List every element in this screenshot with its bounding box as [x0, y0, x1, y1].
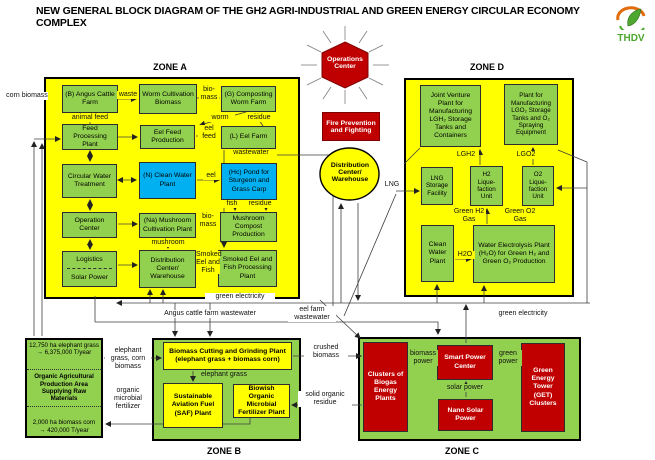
- operations-center-spokes: [301, 26, 389, 104]
- zone-a-title: ZONE A: [153, 62, 187, 72]
- zone-b-title: ZONE B: [206, 446, 241, 456]
- box-mushroom-cultivation: (Na) Mushroom Cultivation Plant: [139, 213, 196, 238]
- production-area-title: Organic Agricultural Production Area Sup…: [27, 369, 101, 407]
- label-elephant-grass: elephant grass: [198, 371, 250, 379]
- operations-center-hexagon: [321, 41, 369, 89]
- box-composting-worm-farm: (G) Composting Worm Farm: [221, 86, 276, 112]
- box-logistics-solar: Logistics Solar Power: [62, 251, 117, 287]
- label-lgo2: LGO2: [513, 151, 539, 159]
- label-crushed-biomass: crushed biomass: [304, 344, 348, 360]
- box-nano-solar: Nano Solar Power: [438, 399, 493, 431]
- label-eel: eel: [203, 172, 219, 180]
- box-eel-farm: (L) Eel Farm: [221, 126, 276, 149]
- box-angus-cattle-farm: (B) Angus Cattle Farm: [62, 85, 118, 113]
- label-wastewater: wastewater: [228, 149, 274, 157]
- label-corn-biomass: corn biomass: [6, 92, 48, 100]
- leaf-logo-icon: [616, 6, 646, 35]
- box-water-electrolysis: Water Electrolysis Plant (H₂O) for Green…: [473, 225, 555, 283]
- label-eel-farm-wastewater: eel farm wastewater: [288, 306, 336, 322]
- label-angus-wastewater: Angus cattle farm wastewater: [150, 310, 270, 318]
- box-lng-storage: LNG Storage Facility: [421, 167, 453, 205]
- label-organic-fertilizer: organic microbial fertilizer: [105, 387, 151, 411]
- box-biowish-fertilizer: Biowish Organic Microbial Fertilizer Pla…: [233, 384, 290, 418]
- page-title: NEW GENERAL BLOCK DIAGRAM OF THE GH2 AGR…: [36, 5, 580, 29]
- box-biogas-clusters: Clusters of Biogas Energy Plants: [363, 342, 408, 432]
- logistics-label: Logistics: [76, 256, 103, 264]
- operations-center-label: Operations Center: [327, 56, 363, 70]
- label-smoked-eel-fish: Smoked Eel and Fish: [196, 251, 222, 275]
- label-mushroom: mushroom: [146, 239, 190, 247]
- label-lgh2: LGH2: [453, 151, 479, 159]
- box-lgo2-plant: Plant for Manufacturing LGO₂ Storage Tan…: [504, 84, 558, 145]
- box-smart-power-center: Smart Power Center: [437, 345, 493, 380]
- box-saf-plant: Sustainable Aviation Fuel (SAF) Plant: [163, 383, 223, 428]
- elephant-grass-capacity: 12,750 ha elephant grass → 6,375,000 T/y…: [29, 342, 99, 357]
- label-biomass-2: bio-mass: [198, 213, 218, 229]
- label-solid-residue: solid organic residue: [298, 391, 352, 407]
- box-mushroom-compost: Mushroom Compost Production: [220, 212, 277, 242]
- box-h2-liquefaction: H2 Lique-faction Unit: [470, 166, 503, 206]
- box-clean-water-plant-a: (N) Clean Water Plant: [139, 162, 196, 199]
- label-eel-feed: eel feed: [198, 125, 220, 141]
- label-green-power: green power: [494, 350, 522, 366]
- label-green-electricity-right: green electricity: [488, 310, 558, 318]
- box-smoked-eel-plant: Smoked Eel and Fish Processing Plant: [218, 250, 277, 287]
- label-residue-2: residue: [244, 200, 276, 208]
- box-clean-water-plant-d: Clean Water Plant: [421, 225, 454, 282]
- label-biomass-power: biomass power: [408, 350, 438, 366]
- label-h2o: H2O: [455, 251, 475, 259]
- label-solar-power: solar power: [442, 384, 488, 392]
- label-green-h2-gas: Green H2 Gas: [452, 208, 486, 224]
- zone-d-title: ZONE D: [469, 62, 504, 72]
- biomass-corn-capacity: 2,000 ha biomass corn → 420,000 T/year: [32, 419, 96, 434]
- box-biomass-cutting: Biomass Cutting and Grinding Plant (elep…: [163, 342, 292, 370]
- label-residue-1: residue: [243, 114, 275, 122]
- box-pond-sturgeon: (Hc) Pond for Sturgeon and Grass Carp: [221, 163, 277, 200]
- label-fish: fish: [222, 200, 242, 208]
- box-o2-liquefaction: O2 Lique-faction Unit: [522, 166, 554, 206]
- label-waste: waste: [117, 91, 139, 99]
- organic-production-area-box: 12,750 ha elephant grass → 6,375,000 T/y…: [25, 338, 103, 438]
- solar-power-label: Solar Power: [70, 273, 109, 281]
- box-distribution-center-a: Distribution Center/ Warehouse: [139, 250, 196, 288]
- distribution-hub-label: Distribution Center/ Warehouse: [330, 162, 370, 183]
- label-worm: worm: [205, 114, 235, 122]
- box-operation-center: Operation Center: [62, 212, 117, 238]
- label-green-o2-gas: Green O2 Gas: [503, 208, 537, 224]
- thdv-logo: THDV: [610, 4, 652, 44]
- box-feed-processing: Feed Processing Plant: [62, 124, 118, 150]
- zone-c-title: ZONE C: [444, 446, 479, 456]
- box-worm-cultivation: Worm Cultivation Biomass: [139, 84, 197, 114]
- box-eel-feed-production: Eel Feed Production: [140, 125, 195, 149]
- label-elephant-grass-corn: elephant grass, corn biomass: [105, 347, 151, 371]
- label-animal-feed: animal feed: [64, 114, 116, 122]
- distribution-hub-ellipse: [319, 147, 380, 201]
- divider: [66, 268, 113, 270]
- label-biomass-1: bio-mass: [199, 86, 219, 102]
- box-get-clusters: Green Energy Tower (GET) Clusters: [521, 343, 565, 432]
- box-jv-lgh2-plant: Joint Venture Plant for Manufacturing LG…: [420, 85, 481, 147]
- fire-prevention-box: Fire Prevention and Fighting: [322, 112, 380, 141]
- box-circular-water-treatment: Circular Water Treatment: [62, 164, 117, 198]
- logo-text: THDV: [617, 33, 645, 44]
- fire-prevention-label: Fire Prevention and Fighting: [326, 119, 376, 134]
- label-green-electricity-left: green electricity: [205, 293, 275, 301]
- label-lng: LNG: [381, 181, 403, 189]
